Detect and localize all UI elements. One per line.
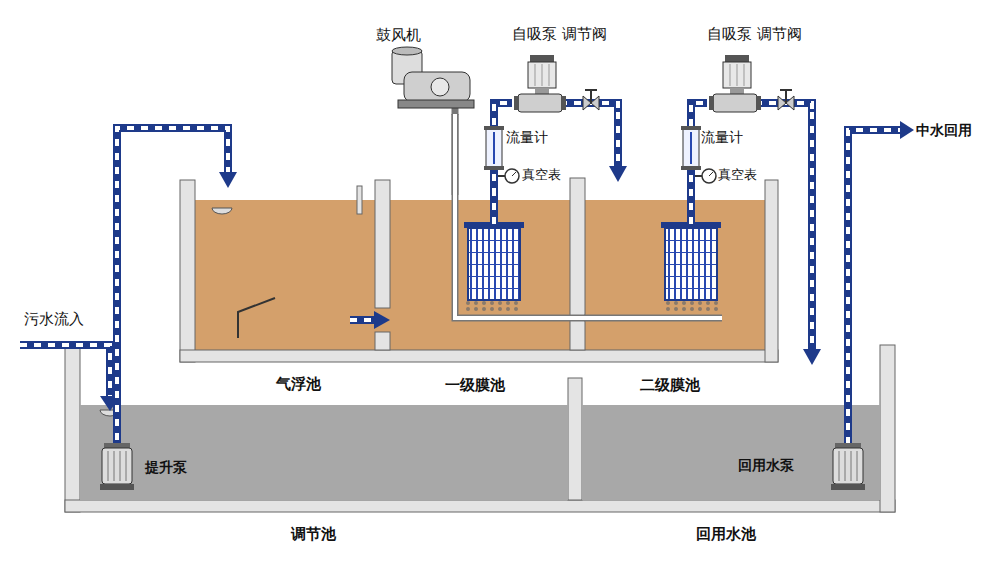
- basin-walls: [880, 345, 895, 512]
- reuse-pump: [831, 443, 865, 490]
- lift-pump: 提升泵: [100, 440, 195, 492]
- instrument-label: 流量计: [506, 128, 548, 146]
- tank-sludge: [585, 200, 765, 350]
- pipe-core: [117, 128, 228, 440]
- tank-sludge: [375, 308, 390, 332]
- water-pipe: [350, 316, 376, 324]
- node-label: 一级膜池: [445, 376, 505, 396]
- arrowhead: [374, 311, 390, 329]
- membrane-module: [665, 228, 717, 300]
- basin-water: [582, 405, 880, 500]
- pipe: [455, 114, 585, 318]
- pump-unit: 自吸泵 调节阀: [512, 25, 625, 112]
- basin-walls: [568, 378, 582, 500]
- air-pipe: [584, 316, 722, 320]
- water-pipe: [687, 181, 695, 224]
- self-priming-pump: [709, 55, 794, 112]
- node-label: 回用水泵: [738, 456, 794, 474]
- pipe-core: [810, 112, 814, 353]
- water-pipe: [848, 130, 900, 444]
- node-label: 自吸泵 调节阀: [707, 25, 802, 45]
- tank-walls: [765, 180, 778, 362]
- node-label: 气浮池: [276, 375, 321, 395]
- water-pipe: [689, 181, 693, 224]
- inlet-label: 污水流入: [24, 310, 84, 330]
- basin-walls: [65, 500, 895, 512]
- water-pipe: [117, 128, 237, 440]
- instrument-label: 真空表: [522, 167, 561, 184]
- reuse-tank: 回用水泵回用水池: [582, 365, 880, 547]
- arrowhead: [219, 172, 237, 188]
- arrowhead: [609, 166, 627, 182]
- water-pipe: [20, 345, 110, 396]
- air-pipe: [455, 114, 585, 318]
- basin-water: [80, 405, 568, 500]
- node-label: 调节池: [291, 525, 336, 545]
- water-pipe: [490, 194, 498, 224]
- membrane-module: [663, 301, 719, 313]
- membrane-tank: 一级膜池: [390, 195, 570, 400]
- tank-walls: [570, 178, 585, 350]
- blower: 鼓风机: [376, 26, 476, 114]
- blower: [392, 47, 474, 108]
- tank-walls: [180, 350, 778, 362]
- water-pipe: [900, 121, 914, 139]
- membrane-module: [466, 301, 522, 313]
- flotation-tank: 气浮池: [195, 188, 375, 398]
- node-label: 回用水池: [696, 525, 756, 545]
- tank-walls: [375, 180, 390, 308]
- pipe-core: [616, 112, 620, 170]
- water-pipe: [492, 194, 496, 224]
- flotation-baffle: [212, 208, 275, 338]
- flotation-baffle: [212, 208, 232, 214]
- blower: [392, 47, 422, 55]
- blower: [431, 78, 449, 96]
- arrowhead: [803, 349, 821, 365]
- blower: [404, 72, 470, 102]
- tank-walls: [180, 180, 195, 362]
- basin-walls: [65, 345, 895, 512]
- water-pipe: [350, 318, 376, 322]
- self-priming-pump: [514, 55, 599, 112]
- node-label: 二级膜池: [640, 376, 700, 396]
- instrument-label: 流量计: [701, 128, 743, 146]
- tank-walls: [180, 178, 778, 362]
- membrane-tank: 二级膜池: [585, 182, 765, 400]
- node-label: 提升泵: [145, 458, 187, 476]
- reuse-pump: 回用水泵: [738, 440, 862, 492]
- tank-sludge: [195, 200, 765, 350]
- basin-water: [80, 405, 880, 500]
- pipe: [117, 128, 228, 440]
- node-label: 自吸泵 调节阀: [512, 25, 607, 45]
- water-pipe: [848, 130, 900, 444]
- lift-pump: [100, 443, 134, 490]
- blower: [398, 100, 474, 108]
- water-pipe: [20, 345, 110, 396]
- flotation-baffle: [238, 298, 275, 338]
- tank-walls: [357, 186, 362, 214]
- water-pipe: [803, 112, 821, 365]
- basin-walls: [65, 345, 80, 512]
- water-pipe: [20, 103, 914, 446]
- tank-sludge: [390, 200, 570, 350]
- pipe: [614, 112, 622, 170]
- water-pipe: [374, 311, 390, 329]
- water-pipe: [609, 112, 627, 182]
- tank-sludge: [195, 200, 375, 350]
- tank-walls: [375, 332, 390, 350]
- pipe: [808, 112, 816, 353]
- membrane-module: [468, 228, 520, 300]
- node-label: 鼓风机: [376, 26, 421, 46]
- instrument-label: 真空表: [718, 167, 757, 184]
- air-pipe: [584, 315, 722, 322]
- air-pipe: [455, 106, 722, 318]
- pump-unit: 自吸泵 调节阀: [707, 25, 820, 112]
- pipe-core: [455, 114, 585, 318]
- membrane-module: [464, 222, 721, 313]
- outlet-label: 中水回用: [916, 121, 972, 139]
